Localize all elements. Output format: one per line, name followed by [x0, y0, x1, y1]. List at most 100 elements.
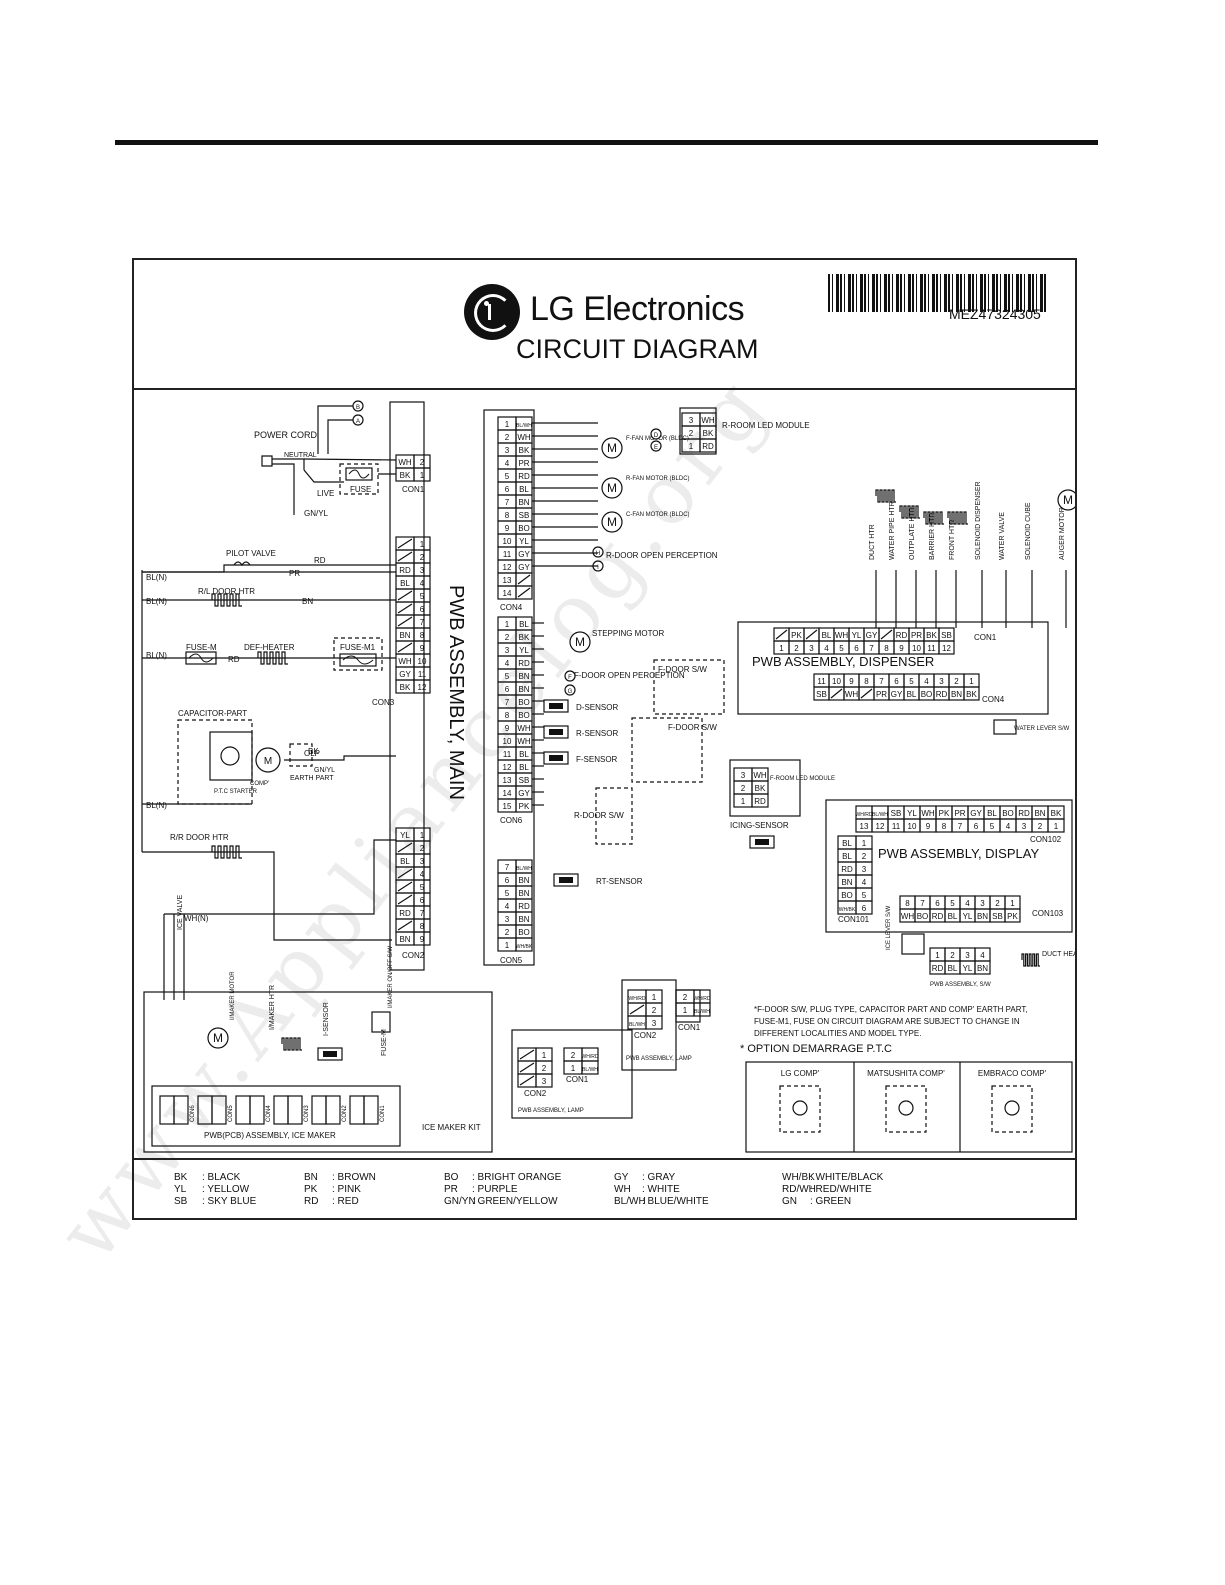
- legend-color-name: : BROWN: [332, 1172, 376, 1183]
- ice-con-cell-b-4: [325, 1095, 341, 1125]
- node-b-icon: [352, 400, 364, 412]
- legend-code: GN: [782, 1196, 797, 1207]
- dispenser-con1-cell: [938, 640, 955, 655]
- main-con4-text: 9: [505, 524, 510, 533]
- display-con102-text: 3: [1022, 822, 1027, 831]
- dispenser-con1-name: CON1: [974, 633, 997, 642]
- dispenser-con1-text: BK: [926, 631, 937, 640]
- main-con6-text: 5: [505, 672, 510, 681]
- main-con4-text: 2: [505, 433, 510, 442]
- rr-door-heater-icon: [211, 845, 242, 859]
- main-con4-text: 1: [505, 420, 510, 429]
- main-con5-text: BO: [518, 928, 530, 937]
- swivel-con-text: 2: [950, 951, 955, 960]
- def-heater-icon: [257, 651, 288, 665]
- ice-maker-kit-box: [143, 991, 493, 1153]
- option-comp-ptc-icon-2: [1004, 1100, 1020, 1116]
- legend-code: SB: [174, 1196, 188, 1207]
- lamp-label-2: PWB ASSEMBLY, LAMP: [518, 1108, 584, 1114]
- compressor-glyph: M: [264, 756, 272, 767]
- d-sensor-icon-body: [549, 703, 563, 709]
- display-con101-text: BL: [842, 839, 852, 848]
- wire-a: [327, 419, 356, 454]
- dispenser-con4-text: PR: [876, 690, 887, 699]
- wire-olp: [284, 755, 356, 761]
- lamp2-con2-name: CON2: [524, 1089, 547, 1098]
- duct-heater-label: DUCT HEATER: [1042, 951, 1075, 958]
- main-con3-text: GY: [399, 670, 411, 679]
- ptc-box: [209, 731, 253, 781]
- main-con5-text: BN: [518, 915, 529, 924]
- legend-color-name: : SKY BLUE: [202, 1196, 257, 1207]
- main-con4-text: GY: [518, 563, 530, 572]
- legend-item: BO: BRIGHT ORANGE: [444, 1172, 561, 1183]
- display-con103-name: CON103: [1032, 909, 1064, 918]
- main-board-body: [389, 401, 425, 971]
- ice-con-cell-0: [159, 1095, 175, 1125]
- main-con6-text: BN: [518, 685, 529, 694]
- diagram-title: CIRCUIT DIAGRAM: [516, 334, 759, 364]
- legend-code: GY: [614, 1172, 629, 1183]
- lamp-label-1: PWB ASSEMBLY, LAMP: [626, 1056, 692, 1062]
- display-con102-text: 8: [942, 822, 947, 831]
- main-con3-blank: [397, 551, 413, 562]
- main-con6-text: WH: [517, 724, 531, 733]
- barrier-htr-icon: [923, 511, 944, 525]
- main-con6-text: BN: [518, 672, 529, 681]
- dispenser-load-7: SOLENOID CUBE: [1025, 502, 1032, 560]
- dispenser-con1-text: 8: [884, 644, 889, 653]
- fuse-icon: [345, 467, 373, 481]
- rt-sensor-icon: [553, 873, 579, 887]
- dispenser-con1-text: PR: [911, 631, 922, 640]
- ice-maker-board: [151, 1085, 401, 1147]
- f-sensor-icon: [543, 751, 569, 765]
- main-con2-text: 3: [420, 857, 425, 866]
- display-con102-text: 10: [908, 822, 917, 831]
- legend-color-name: : PURPLE: [472, 1184, 518, 1195]
- lamp2-con1-text: BL/WH: [582, 1067, 598, 1073]
- f-sensor-label: F-SENSOR: [576, 755, 618, 764]
- header-divider: [134, 388, 1075, 390]
- legend-color-name: : WHITE/BLACK: [810, 1172, 884, 1183]
- dispenser-con4-text: RD: [936, 690, 948, 699]
- fuse-label: FUSE: [350, 485, 371, 494]
- lamp-con2-text: WH/RD: [629, 996, 646, 1002]
- display-con103-text: BL: [948, 912, 958, 921]
- display-con102-text: BL: [987, 809, 997, 818]
- display-con103-text: BO: [917, 912, 929, 921]
- f-room-pins-text: RD: [754, 797, 766, 806]
- r-room-pins-text: 2: [689, 429, 694, 438]
- display-con102-text: 12: [876, 822, 885, 831]
- icing-sensor-icon-body: [755, 839, 769, 845]
- r-room-pins-text: 3: [689, 416, 694, 425]
- ice-con-name-5: CON1: [380, 1105, 386, 1122]
- dispenser-con1-blank: [775, 629, 788, 640]
- main-con6-text: 14: [503, 789, 512, 798]
- ice-con-cell-4: [311, 1095, 327, 1125]
- imaker-htr-icon: [281, 1037, 302, 1051]
- dispenser-con1-text: YL: [852, 631, 862, 640]
- main-con3-text: BN: [399, 631, 410, 640]
- dispenser-con1-text: WH: [835, 631, 849, 640]
- main-con6-text: BL: [519, 763, 529, 772]
- main-con6-text: 6: [505, 685, 510, 694]
- r-room-pins-cell: [699, 438, 717, 453]
- pilot-rd-label: RD: [314, 556, 326, 565]
- main-con5-text: 5: [505, 889, 510, 898]
- main-con2-cell: [413, 931, 431, 946]
- main-con5-cell: [515, 937, 533, 952]
- main-con6-text: BO: [518, 711, 530, 720]
- option-box: [745, 1061, 1073, 1153]
- main-con4-text: 6: [505, 485, 510, 494]
- dispenser-con1-text: RD: [896, 631, 908, 640]
- option-comp-ptc-icon-1: [898, 1100, 914, 1116]
- fuse-m1-icon-wave: [342, 655, 374, 665]
- node-a-label: A: [356, 419, 360, 425]
- dispenser-load-6: WATER VALVE: [999, 512, 1006, 560]
- dispenser-con4-text: 10: [832, 677, 841, 686]
- main-con1-name: CON1: [402, 485, 425, 494]
- wire-gnyl: [272, 463, 295, 515]
- dispenser-con1-text: 12: [942, 644, 951, 653]
- main-con3-text: 7: [420, 618, 425, 627]
